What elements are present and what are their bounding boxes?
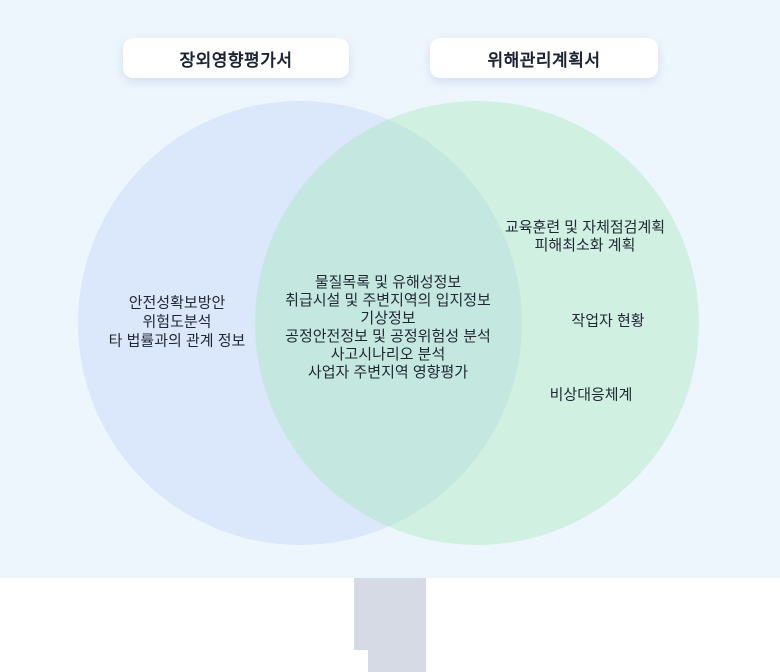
bottom-arrow-fragment-upper [354,578,426,650]
venn-right-circle [255,101,699,545]
venn-right-only-group: 교육훈련 및 자체점검계획 피해최소화 계획 [505,219,665,255]
left-doc-label-text: 장외영향평가서 [179,50,293,70]
venn-shared-list: 물질목록 및 유해성정보 취급시설 및 주변지역의 입지정보 기상정보 공정안전… [285,274,491,382]
shared-item: 사업자 주변지역 영향평가 [307,364,469,381]
left-only-item: 위험도분석 [142,313,212,331]
venn-left-only-list: 안전성확보방안 위험도분석 타 법률과의 관계 정보 [109,294,246,351]
bottom-arrow-fragment-lower [368,650,426,672]
shared-item: 기상정보 [360,310,416,327]
shared-item: 사고시나리오 분석 [330,346,446,363]
shared-item: 취급시설 및 주변지역의 입지정보 [285,292,491,309]
left-only-item: 타 법률과의 관계 정보 [108,332,246,350]
right-doc-label: 위해관리계획서 [430,38,658,78]
right-only-item: 작업자 현황 [571,312,645,330]
right-doc-label-text: 위해관리계획서 [487,50,601,70]
left-doc-label: 장외영향평가서 [123,38,349,78]
right-only-item: 비상대응체계 [549,386,633,404]
shared-item: 공정안전정보 및 공정위험성 분석 [285,328,491,345]
shared-item: 물질목록 및 유해성정보 [314,274,462,291]
right-only-item: 피해최소화 계획 [534,237,636,254]
venn-left-circle [78,101,522,545]
right-only-item: 교육훈련 및 자체점검계획 [504,219,666,236]
left-only-item: 안전성확보방안 [128,294,226,312]
